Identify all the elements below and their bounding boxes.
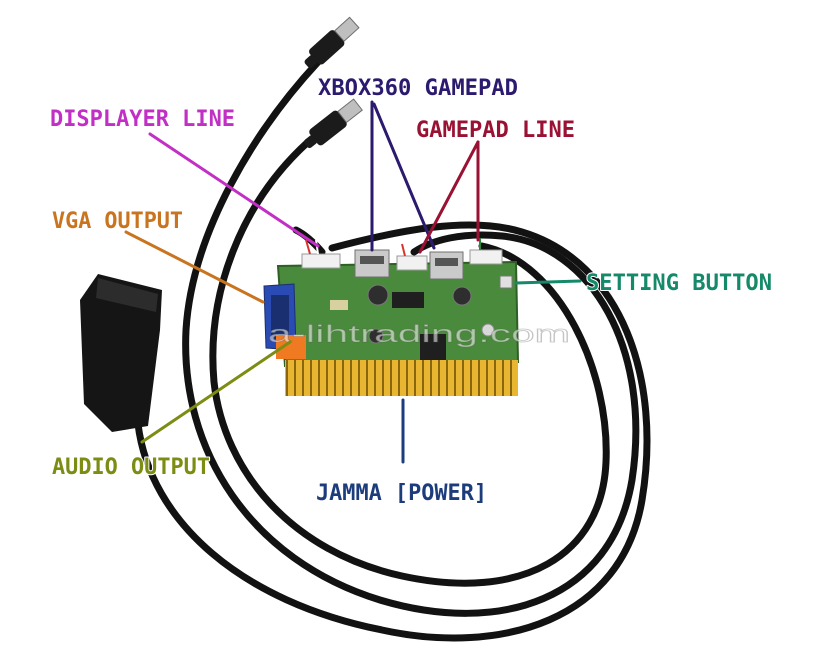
pcb-substrate xyxy=(276,260,520,368)
usb-plug-2-tip xyxy=(337,98,363,124)
label-xbox360-gamepad: XBOX360 GAMEPAD xyxy=(318,76,518,101)
label-jamma-power: JAMMA [POWER] xyxy=(316,481,487,506)
jamma-gold-fingers xyxy=(285,360,518,396)
usb-port-2 xyxy=(429,251,464,280)
cables xyxy=(134,58,651,642)
usb-plug-1-tip xyxy=(333,16,360,42)
leader-vga-output xyxy=(124,230,265,304)
leader-xbox360-to-usb-2 xyxy=(372,102,436,250)
usb-plug-2-body xyxy=(309,110,347,146)
leader-gamepad-line-1 xyxy=(418,140,480,254)
watermark: a-lihtrading.com xyxy=(268,321,570,348)
label-vga-output: VGA OUTPUT xyxy=(52,209,183,234)
dip-chip xyxy=(392,292,424,308)
gamepad-line-connector-1 xyxy=(396,255,428,271)
vga-port-socket xyxy=(271,295,289,339)
capacitor-4 xyxy=(481,323,495,337)
connector-wire-red-2 xyxy=(401,243,406,257)
crystal xyxy=(330,300,348,310)
label-displayer-line: DISPLAYER LINE xyxy=(50,107,235,132)
leader-displayer-line xyxy=(148,132,320,248)
displayer-line-connector xyxy=(301,253,341,269)
usb-plug-2-strain-relief xyxy=(304,135,318,148)
callout-labels: XBOX360 GAMEPAD DISPLAYER LINE GAMEPAD L… xyxy=(49,75,773,507)
xbox-connector-body xyxy=(80,274,162,432)
label-gamepad-line: GAMEPAD LINE xyxy=(416,118,575,143)
setting-button-component xyxy=(499,275,513,289)
pcb-board xyxy=(263,238,520,396)
leader-lines xyxy=(124,100,582,464)
usb-port-1-slot xyxy=(360,256,384,264)
gamepad-line-connector-2 xyxy=(469,249,503,265)
label-setting-button: SETTING BUTTON xyxy=(586,271,772,296)
usb-plug-1-body xyxy=(309,30,345,65)
usb-port-2-slot xyxy=(435,258,458,266)
usb-plug-1 xyxy=(304,16,360,68)
capacitor-2 xyxy=(452,286,472,306)
leader-setting-button xyxy=(514,279,582,285)
cable-usb-2 xyxy=(209,138,610,587)
xbox-connector-face xyxy=(96,278,158,312)
xbox-connector xyxy=(80,274,162,432)
capacitor-3 xyxy=(368,328,384,344)
leader-audio-output xyxy=(140,340,292,444)
usb-plug-1-strain-relief xyxy=(304,54,318,68)
connector-wire-red xyxy=(305,239,311,255)
regulator xyxy=(420,334,446,360)
cable-usb-1 xyxy=(182,58,640,617)
usb-plug-2 xyxy=(304,98,363,148)
label-audio-output: AUDIO OUTPUT xyxy=(52,455,210,480)
usb-port-1 xyxy=(354,249,390,278)
capacitor-1 xyxy=(367,284,389,306)
cable-xbox-connector xyxy=(134,221,651,642)
